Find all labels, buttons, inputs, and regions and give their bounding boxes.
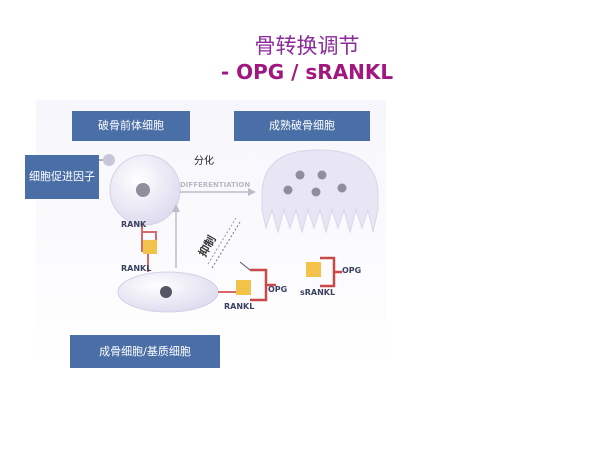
- inhibit-line: [211, 221, 241, 269]
- mature-osteoclast-cell: [261, 149, 379, 234]
- srankl-square: [306, 262, 321, 277]
- mature-osteoclast-box: 成熟破骨细胞: [234, 111, 370, 141]
- rank-label: RANK: [121, 220, 147, 229]
- diagram-background: [36, 100, 386, 372]
- preosteoclast-nucleus: [136, 183, 150, 197]
- osteoblast-nucleus: [160, 286, 172, 298]
- opg-label-bound: OPG: [268, 285, 288, 294]
- rankl-label-bottom: RANKL: [224, 302, 255, 311]
- inhibit-line-2: [207, 217, 237, 265]
- osteoblast-cell: [117, 271, 219, 313]
- differentiation-label-en: DIFFERENTIATION: [180, 181, 251, 189]
- preosteoclast-box: 破骨前体细胞: [72, 111, 190, 141]
- factor-molecule: [103, 154, 115, 166]
- rankl-square-bottom: [236, 280, 251, 295]
- rankl-label-left: RANKL: [121, 264, 152, 273]
- osteoblast-box: 成骨细胞/基质细胞: [70, 335, 220, 368]
- srankl-label: sRANKL: [300, 288, 336, 297]
- opg-bracket-bound: [250, 268, 276, 302]
- preosteoclast-cell: [109, 154, 181, 226]
- rankl-square-left: [143, 240, 157, 254]
- opg-link: [239, 261, 251, 271]
- diagram-title: 骨转换调节: [254, 34, 360, 58]
- diagram-subtitle: - OPG / sRANKL: [220, 60, 394, 84]
- signal-arrowhead: [172, 204, 180, 212]
- differentiation-label-cn: 分化: [194, 156, 214, 167]
- opg-label-free: OPG: [342, 266, 362, 275]
- differentiation-arrowhead: [248, 188, 256, 196]
- promoting-factor-box: 细胞促进因子: [25, 155, 99, 199]
- opg-bracket-free: [320, 256, 342, 288]
